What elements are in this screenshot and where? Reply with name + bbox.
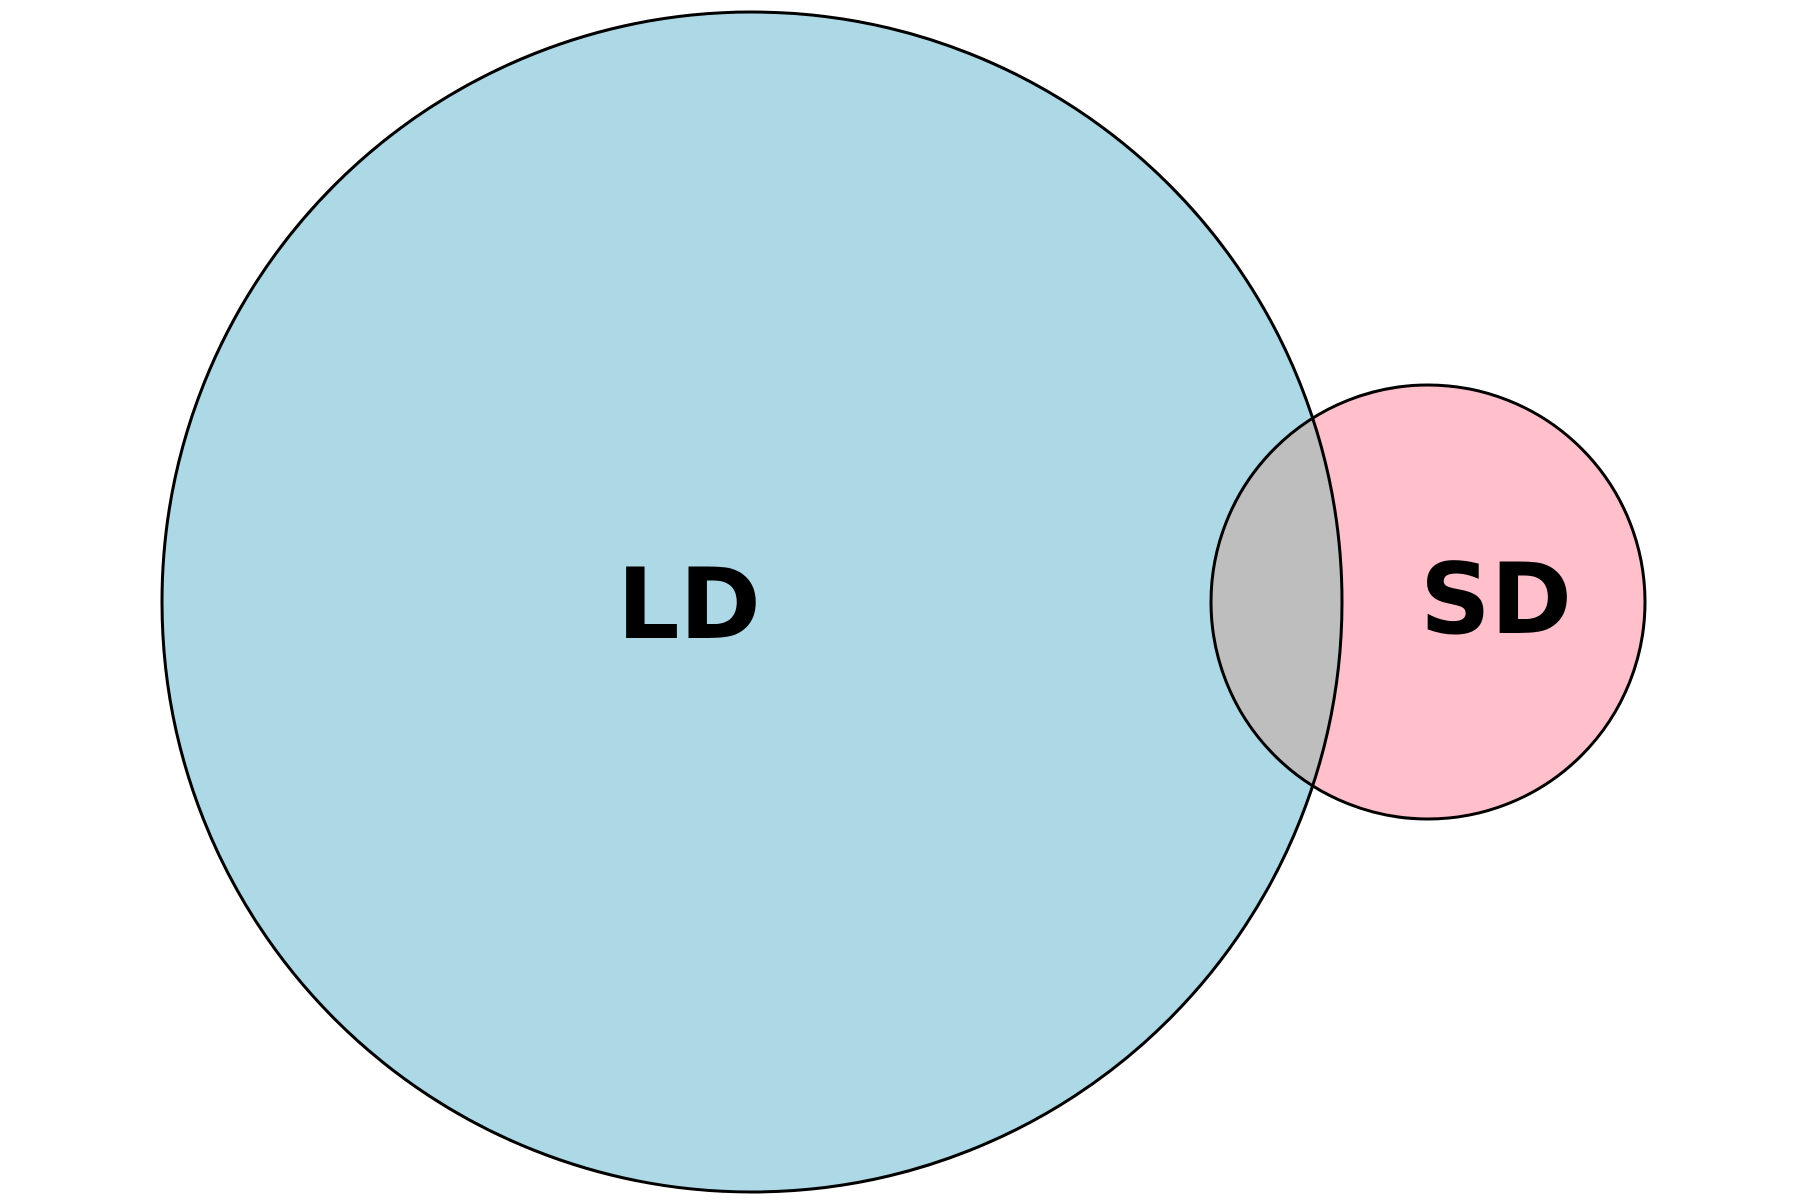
set-ld-outline bbox=[160, 10, 1344, 1194]
set-ld-circle bbox=[162, 12, 1342, 1192]
intersection-region bbox=[1211, 385, 1342, 819]
set-sd-label: SD bbox=[1420, 543, 1572, 657]
set-sd-outline bbox=[1209, 383, 1647, 821]
set-ld-label: LD bbox=[617, 548, 761, 662]
